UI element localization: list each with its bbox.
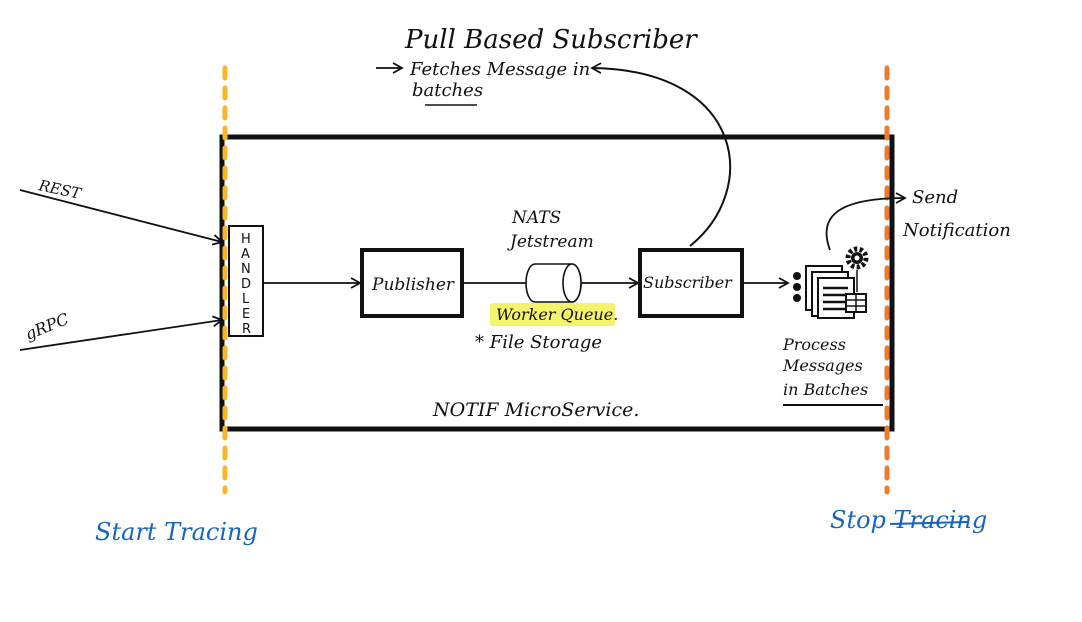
file-storage-note: * File Storage — [475, 332, 602, 353]
handler-letter: D — [241, 277, 251, 292]
handler-letter: E — [242, 307, 250, 322]
handler-letter: R — [242, 322, 251, 337]
process-messages-line2: Messages — [782, 356, 863, 375]
send-notification-line1: Send — [912, 187, 958, 208]
send-notification-line2: Notification — [902, 220, 1011, 241]
nats-title-line2: Jetstream — [507, 232, 594, 252]
processor-to-notification-arrow — [825, 192, 907, 251]
rest-label: REST — [36, 176, 83, 203]
pull-subscriber-line3: batches — [412, 80, 483, 101]
grpc-label: gRPC — [22, 309, 71, 344]
handler-letter: N — [241, 262, 251, 277]
subscriber-box — [638, 248, 744, 318]
worker-queue-highlight — [490, 303, 615, 326]
handler-box — [228, 225, 264, 337]
handler-letter: L — [242, 292, 250, 307]
gear-icon — [845, 246, 869, 270]
service-label: NOTIF MicroService. — [432, 399, 639, 421]
publisher-label: Publisher — [371, 275, 455, 295]
subscriber-label: Subscriber — [643, 273, 733, 292]
subscriber-to-note-arrow — [590, 62, 731, 247]
microservice-boundary — [219, 134, 895, 432]
stop-tracing-underline — [889, 521, 969, 525]
queue-cylinder-icon — [525, 263, 582, 303]
batch-processor-icon — [793, 265, 867, 319]
worker-queue-label: Worker Queue. — [496, 305, 618, 324]
nats-title-line1: NATS — [511, 208, 561, 228]
publisher-box — [360, 248, 464, 318]
handler-letter: H — [241, 232, 251, 247]
process-messages-line1: Process — [782, 335, 846, 354]
start-tracing-label: Start Tracing — [95, 518, 258, 546]
rest-arrow — [19, 189, 224, 246]
process-messages-line3: in Batches — [783, 380, 868, 399]
grpc-arrow — [19, 315, 224, 351]
pull-subscriber-title: Pull Based Subscriber — [404, 25, 698, 55]
pull-subscriber-line2: Fetches Message in — [409, 59, 590, 80]
handler-letter: A — [241, 247, 250, 262]
stop-tracing-label: Stop Tracing — [830, 506, 987, 534]
